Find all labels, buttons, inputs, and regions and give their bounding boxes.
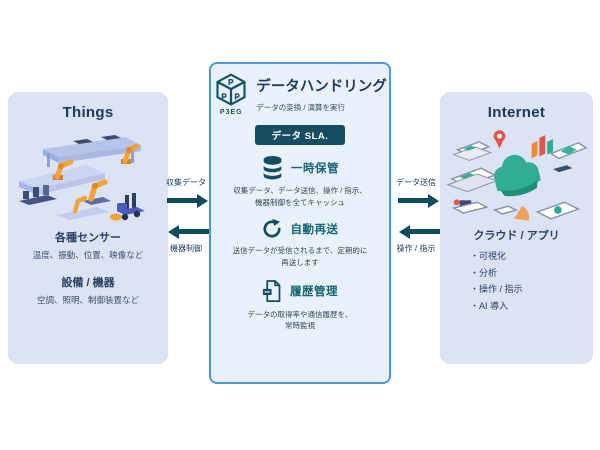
- bullet-operation: ・操作 / 指示: [470, 284, 523, 295]
- feature-history-management: 履歴管理 データの取得率や通信履歴を、 常時監視: [248, 279, 353, 332]
- feature-desc: データの取得率や通信履歴を、 常時監視: [247, 309, 353, 331]
- feature-auto-resend: 自動再送 送信データが受信されるまで、定期的に 再送します: [232, 218, 368, 268]
- logo-caption: P3EG: [219, 109, 243, 116]
- cloud-app-bullets: ・可視化 ・分析 ・操作 / 指示 ・AI 導入: [440, 248, 523, 315]
- bullet-analysis: ・分析: [470, 267, 498, 278]
- sensors-desc: 温度、振動、位置、映像など: [32, 250, 144, 260]
- logo-block: P3EG: [213, 72, 249, 116]
- feature-title: 自動再送: [290, 224, 339, 237]
- factory-illustration: [19, 135, 145, 221]
- arrow-label-device-control: 機器制御: [170, 244, 202, 253]
- document-icon: [262, 279, 281, 302]
- data-handling-title: データハンドリング: [256, 79, 387, 95]
- arrow-label-operation: 操作 / 指示: [396, 244, 436, 253]
- arrow-center-to-internet: [398, 193, 439, 208]
- data-sla-badge: データ SLA.: [254, 125, 346, 145]
- database-icon: [263, 156, 282, 180]
- cube-logo-icon: [216, 73, 246, 106]
- feature-desc: 送信データが受信されるまで、定期的に 再送します: [232, 246, 368, 267]
- feature-temporary-storage: 一時保管 収集データ、データ送信、操作 / 指示、 機器制御を全てキャッシュ: [233, 155, 367, 208]
- data-handling-subtitle: データの変換 / 演算を実行: [256, 103, 346, 112]
- data-handling-header: P3EG データハンドリング データの変換 / 演算を実行: [213, 72, 387, 116]
- sensors-section: 各種センサー 温度、振動、位置、映像など: [33, 229, 144, 261]
- bullet-visualization: ・可視化: [470, 251, 507, 261]
- arrow-label-collected-data: 収集データ: [166, 178, 206, 187]
- equipment-section: 設備 / 機器 空調、照明、制御装置など: [37, 274, 139, 306]
- equipment-title: 設備 / 機器: [61, 277, 115, 289]
- feature-title: 一時保管: [291, 162, 339, 175]
- feature-title: 履歴管理: [290, 286, 338, 298]
- sensors-title: 各種センサー: [54, 232, 121, 244]
- equipment-desc: 空調、照明、制御装置など: [36, 295, 139, 305]
- arrow-internet-to-center: [399, 224, 440, 239]
- arrow-center-to-things: [168, 224, 209, 239]
- feature-desc: 収集データ、データ送信、操作 / 指示、 機器制御を全てキャッシュ: [233, 186, 367, 207]
- things-title: Things: [62, 104, 114, 121]
- arrow-things-to-center: [167, 193, 208, 208]
- internet-panel: Internet: [440, 92, 593, 364]
- things-panel: Things: [8, 92, 168, 364]
- bullet-ai: ・AI 導入: [470, 300, 509, 311]
- cloud-app-title: クラウド / アプリ: [473, 230, 560, 242]
- refresh-icon: [263, 219, 282, 238]
- arrow-label-data-send: データ送信: [396, 178, 436, 187]
- internet-title: Internet: [487, 104, 546, 121]
- data-handling-panel: P3EG データハンドリング データの変換 / 演算を実行 データ SLA. 一…: [209, 62, 391, 384]
- cloud-devices-illustration: [445, 130, 588, 221]
